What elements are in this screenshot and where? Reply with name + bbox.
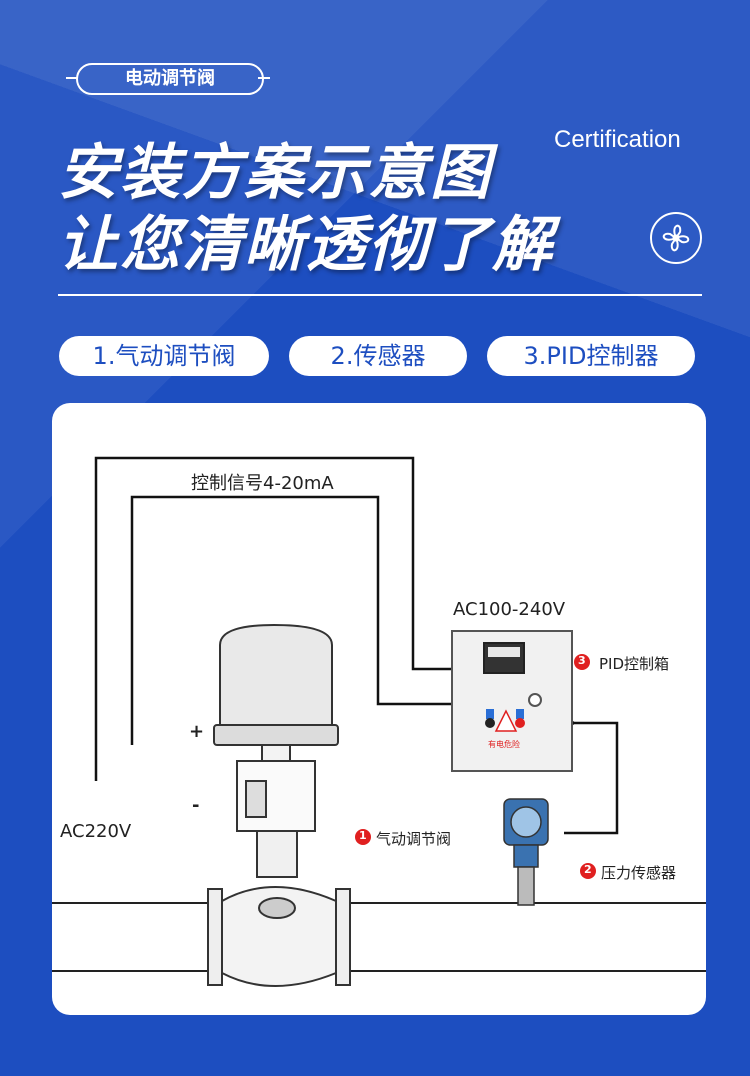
pressure-sensor-icon bbox=[503, 798, 549, 906]
tag-dash-left bbox=[66, 77, 78, 79]
legend-markers bbox=[355, 654, 596, 879]
component-chip-2: 2.传感器 bbox=[289, 336, 467, 376]
fan-icon bbox=[650, 212, 702, 264]
category-tag: 电动调节阀 bbox=[66, 62, 270, 95]
component-chip-1: 1.气动调节阀 bbox=[59, 336, 269, 376]
control-signal-label: 控制信号4-20mA bbox=[191, 473, 334, 494]
plus-terminal: + bbox=[189, 721, 205, 742]
legend-sensor: 压力传感器 bbox=[601, 864, 677, 882]
valve-icon bbox=[207, 623, 351, 987]
tag-pill: 电动调节阀 bbox=[76, 63, 264, 95]
main-power-label: AC220V bbox=[60, 821, 132, 842]
warning-label: 有电危险 bbox=[488, 740, 520, 749]
headline-line-2: 让您清晰透彻了解 bbox=[58, 210, 554, 280]
divider bbox=[58, 294, 702, 296]
legend-num-3: 3 bbox=[578, 654, 586, 667]
pipeline bbox=[52, 902, 706, 972]
legend-num-2: 2 bbox=[584, 863, 592, 876]
headline-line-1: 安装方案示意图 bbox=[58, 138, 492, 208]
legend-pid-box: PID控制箱 bbox=[599, 655, 670, 673]
pid-control-box-icon bbox=[451, 630, 573, 772]
signal-wires bbox=[94, 456, 619, 835]
legend-valve: 气动调节阀 bbox=[376, 830, 452, 848]
minus-terminal: - bbox=[192, 795, 200, 816]
legend-num-1: 1 bbox=[359, 829, 367, 842]
certification-label: Certification bbox=[554, 126, 681, 153]
diagram-panel: 控制信号4-20mA AC100-240V AC220V + - 有电危险 1 … bbox=[52, 403, 706, 1015]
component-chip-3: 3.PID控制器 bbox=[487, 336, 695, 376]
tag-dash-right bbox=[258, 77, 270, 79]
installation-diagram bbox=[52, 456, 706, 987]
box-power-label: AC100-240V bbox=[453, 599, 566, 620]
